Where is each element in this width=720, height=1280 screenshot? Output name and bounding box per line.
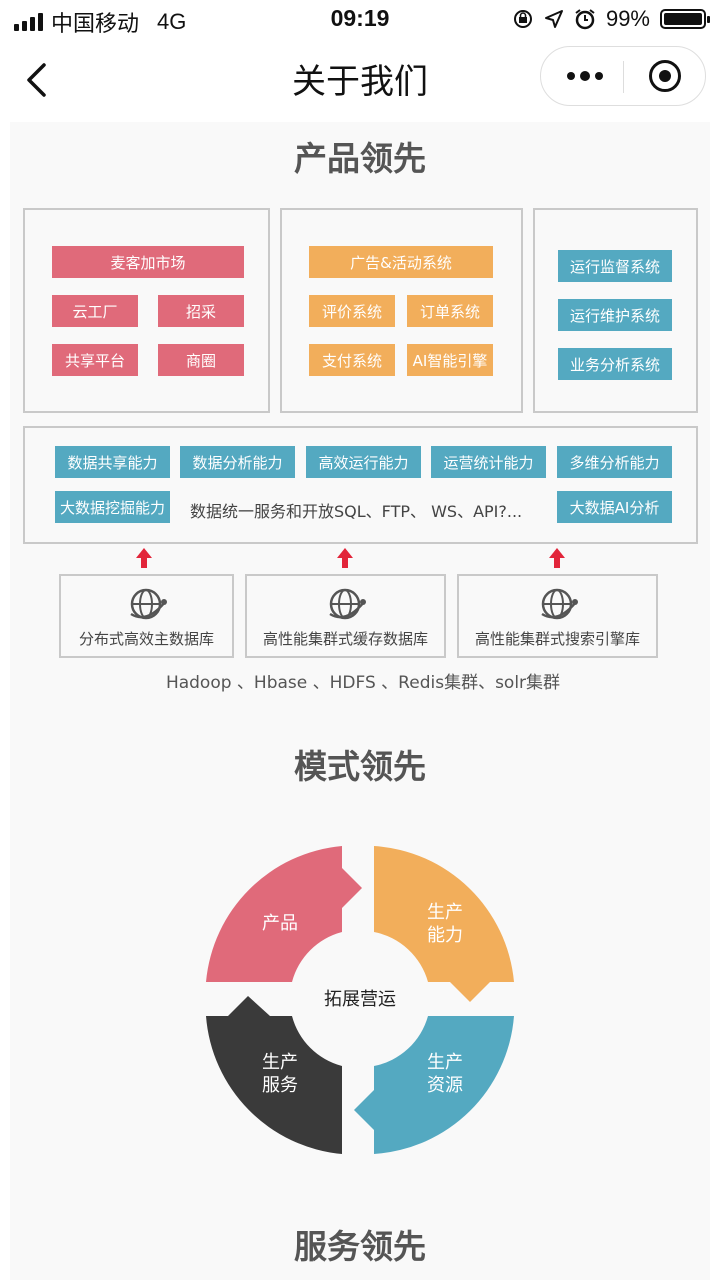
tag-data-analysis: 数据分析能力 xyxy=(180,446,295,478)
nav-bar: 关于我们 xyxy=(0,40,720,120)
segment-label-resource: 生产 资源 xyxy=(427,1052,463,1096)
globe-icon xyxy=(328,588,366,620)
tag-monitor-system: 运行监督系统 xyxy=(558,250,672,282)
status-right: 99% xyxy=(512,6,710,32)
tag-review-system: 评价系统 xyxy=(309,295,395,327)
tag-maintenance-system: 运行维护系统 xyxy=(558,299,672,331)
mode-cycle-diagram xyxy=(206,846,514,1154)
db-box-cache: 高性能集群式缓存数据库 xyxy=(245,574,446,658)
tag-procurement: 招采 xyxy=(158,295,244,327)
battery-icon xyxy=(660,9,710,29)
back-chevron-icon xyxy=(27,63,46,97)
tag-ads-system: 广告&活动系统 xyxy=(309,246,493,278)
arrow-up-icon xyxy=(136,548,152,568)
mini-program-capsule xyxy=(540,46,706,106)
segment-service xyxy=(206,996,342,1154)
tag-multi-analysis: 多维分析能力 xyxy=(557,446,672,478)
back-button[interactable] xyxy=(16,58,56,102)
battery-percent: 99% xyxy=(605,6,650,31)
tag-payment-system: 支付系统 xyxy=(309,344,395,376)
capsule-divider xyxy=(623,61,624,93)
arrow-up-icon xyxy=(337,548,353,568)
tag-order-system: 订单系统 xyxy=(407,295,493,327)
page-title: 关于我们 xyxy=(292,62,428,102)
network-label: 4G xyxy=(157,9,187,34)
tag-business-circle: 商圈 xyxy=(158,344,244,376)
arrow-up-icon xyxy=(549,548,565,568)
section-title-service: 服务领先 xyxy=(294,1227,426,1266)
section-title-product: 产品领先 xyxy=(294,139,426,178)
more-dots-icon xyxy=(567,72,575,80)
tech-stack-text: Hadoop 、Hbase 、HDFS 、Redis集群、solr集群 xyxy=(165,673,561,693)
segment-product xyxy=(206,846,362,982)
db-label: 分布式高效主数据库 xyxy=(78,630,214,648)
section-title-mode: 模式领先 xyxy=(294,747,426,786)
tag-data-sharing: 数据共享能力 xyxy=(55,446,170,478)
tag-analysis-system: 业务分析系统 xyxy=(558,348,672,380)
db-box-search: 高性能集群式搜索引擎库 xyxy=(457,574,658,658)
tag-ops-stats: 运营统计能力 xyxy=(431,446,546,478)
more-button[interactable] xyxy=(563,47,607,105)
segment-label-capability: 生产 能力 xyxy=(427,902,463,946)
cycle-center-label: 拓展营运 xyxy=(324,989,396,1010)
carrier-label: 中国移动 xyxy=(51,11,140,36)
battery-fill xyxy=(664,13,702,25)
segment-label-service: 生产 服务 xyxy=(262,1052,298,1096)
tag-market: 麦客加市场 xyxy=(52,246,244,278)
db-box-main: 分布式高效主数据库 xyxy=(59,574,234,658)
alarm-icon xyxy=(575,9,595,30)
close-target-icon[interactable] xyxy=(649,60,681,92)
db-label: 高性能集群式搜索引擎库 xyxy=(474,630,640,648)
tag-big-data-ai: 大数据AI分析 xyxy=(557,491,672,523)
status-bar: 中国移动 4G 09:19 99% xyxy=(0,0,720,40)
globe-icon xyxy=(540,588,578,620)
signal-icon xyxy=(14,13,43,31)
globe-icon xyxy=(129,588,167,620)
data-service-text: 数据统一服务和开放SQL、FTP、 WS、API?... xyxy=(190,502,523,521)
segment-resource xyxy=(354,1016,514,1154)
orientation-lock-icon xyxy=(513,10,532,28)
db-label: 高性能集群式缓存数据库 xyxy=(262,630,428,648)
tag-cloud-factory: 云工厂 xyxy=(52,295,138,327)
segment-capability xyxy=(374,846,514,1002)
location-icon xyxy=(544,10,563,28)
segment-label-product: 产品 xyxy=(262,913,298,934)
tag-share-platform: 共享平台 xyxy=(52,344,138,376)
tag-ai-engine: AI智能引擎 xyxy=(407,344,493,376)
tag-efficient-run: 高效运行能力 xyxy=(306,446,421,478)
status-time: 09:19 xyxy=(330,5,390,31)
panel-capabilities xyxy=(23,426,698,544)
tag-big-data-mining: 大数据挖掘能力 xyxy=(55,491,170,523)
status-left: 中国移动 4G xyxy=(14,6,186,38)
